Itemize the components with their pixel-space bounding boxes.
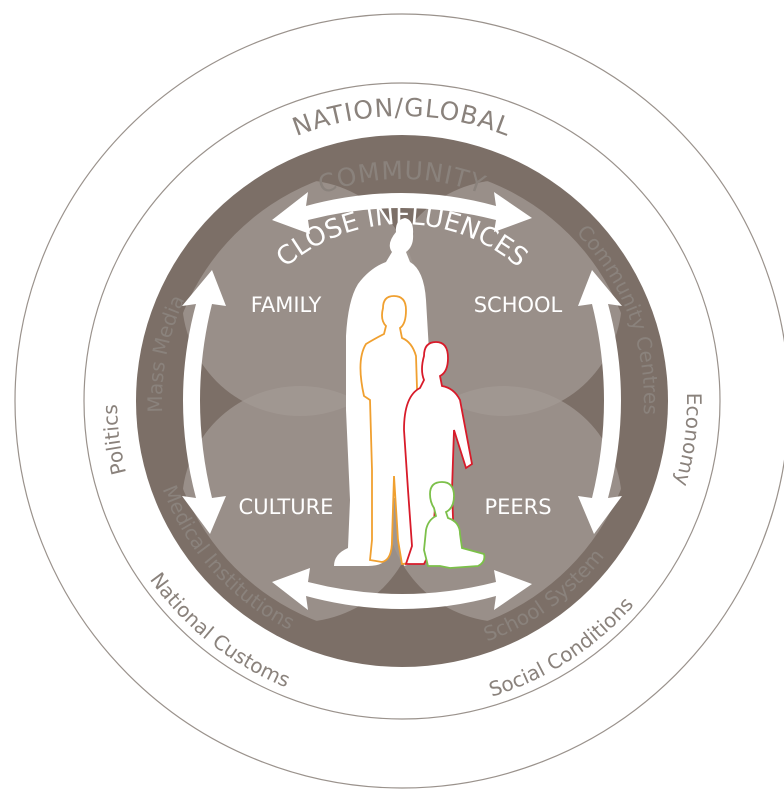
bottom-two-way-arrow-icon bbox=[272, 568, 532, 610]
nation-global-title: NATION/GLOBAL bbox=[288, 93, 515, 142]
community-ring bbox=[83, 82, 721, 720]
top-two-way-arrow-icon bbox=[272, 192, 532, 234]
culture-label: CULTURE bbox=[239, 495, 334, 519]
child-figure-red bbox=[403, 341, 473, 565]
child-figure-orange bbox=[359, 295, 422, 565]
nation-ring bbox=[14, 13, 784, 789]
right-two-way-arrow-icon bbox=[578, 270, 622, 534]
toddler-figure-green bbox=[423, 481, 486, 569]
left-two-way-arrow-icon bbox=[182, 270, 226, 534]
family-label: FAMILY bbox=[251, 293, 322, 317]
school-label: SCHOOL bbox=[474, 293, 563, 317]
family-silhouette-icon bbox=[334, 218, 486, 569]
peers-label: PEERS bbox=[484, 495, 551, 519]
